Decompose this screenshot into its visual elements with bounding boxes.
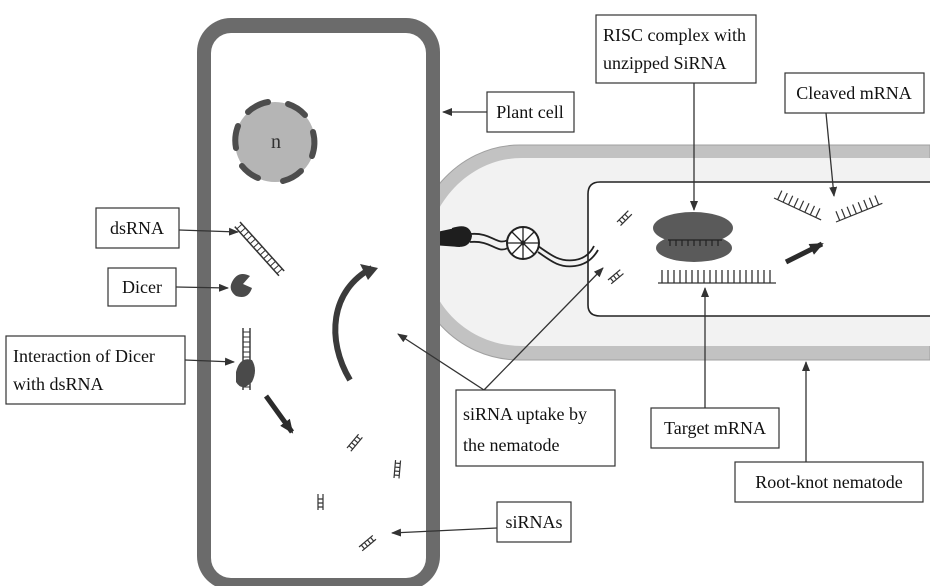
sirnas-label-box	[496, 501, 572, 543]
risc-label-box	[595, 14, 757, 84]
sirna-uptake-label-box	[455, 389, 616, 467]
sirnas-label: siRNAs	[505, 512, 562, 532]
nucleus: n	[232, 99, 318, 184]
nucleus-label: n	[271, 131, 281, 153]
cleaved-mrna-label-box	[784, 72, 925, 114]
interaction-label-box	[5, 335, 186, 405]
stylet-knob	[452, 226, 472, 247]
cleaved-mrna-fragments	[773, 190, 883, 223]
dsrna-label: dsRNA	[110, 218, 164, 238]
target-mrna-label: Target mRNA	[664, 418, 766, 438]
plant-cell-label: Plant cell	[496, 102, 563, 122]
dsrna-molecule	[234, 221, 285, 277]
sirna-flow-arrow	[332, 265, 374, 382]
root-knot-nematode-label-box	[734, 461, 924, 503]
esophagus	[469, 233, 599, 268]
target-mrna-strand	[658, 270, 776, 284]
sirna-uptake-label-line1: siRNA uptake by	[463, 404, 587, 424]
dicer-shape	[230, 274, 252, 297]
interaction-label-line2: with dsRNA	[13, 374, 104, 394]
median-bulb	[506, 226, 540, 260]
risc-label-line2: unzipped SiRNA	[603, 53, 727, 73]
interaction-label-line1: Interaction of Dicer	[13, 346, 155, 366]
dicer-dsrna-interaction	[236, 328, 295, 434]
target-mrna-label-box	[650, 407, 780, 449]
dicer-label-box	[107, 267, 177, 307]
dsrna-label-box	[95, 207, 180, 249]
cleaved-mrna-label: Cleaved mRNA	[796, 83, 911, 103]
cleavage-arrow	[784, 241, 824, 265]
dicer-label: Dicer	[122, 277, 162, 297]
risc-complex	[653, 212, 733, 262]
risc-label-line1: RISC complex with	[603, 25, 746, 45]
sirna-fragments	[317, 433, 402, 552]
nematode-gut-cell	[587, 181, 930, 317]
root-knot-nematode-label: Root-knot nematode	[755, 472, 902, 492]
plant-cell-label-box	[486, 91, 575, 133]
sirna-in-nematode	[607, 210, 633, 285]
sirna-uptake-label-line2: the nematode	[463, 435, 559, 455]
